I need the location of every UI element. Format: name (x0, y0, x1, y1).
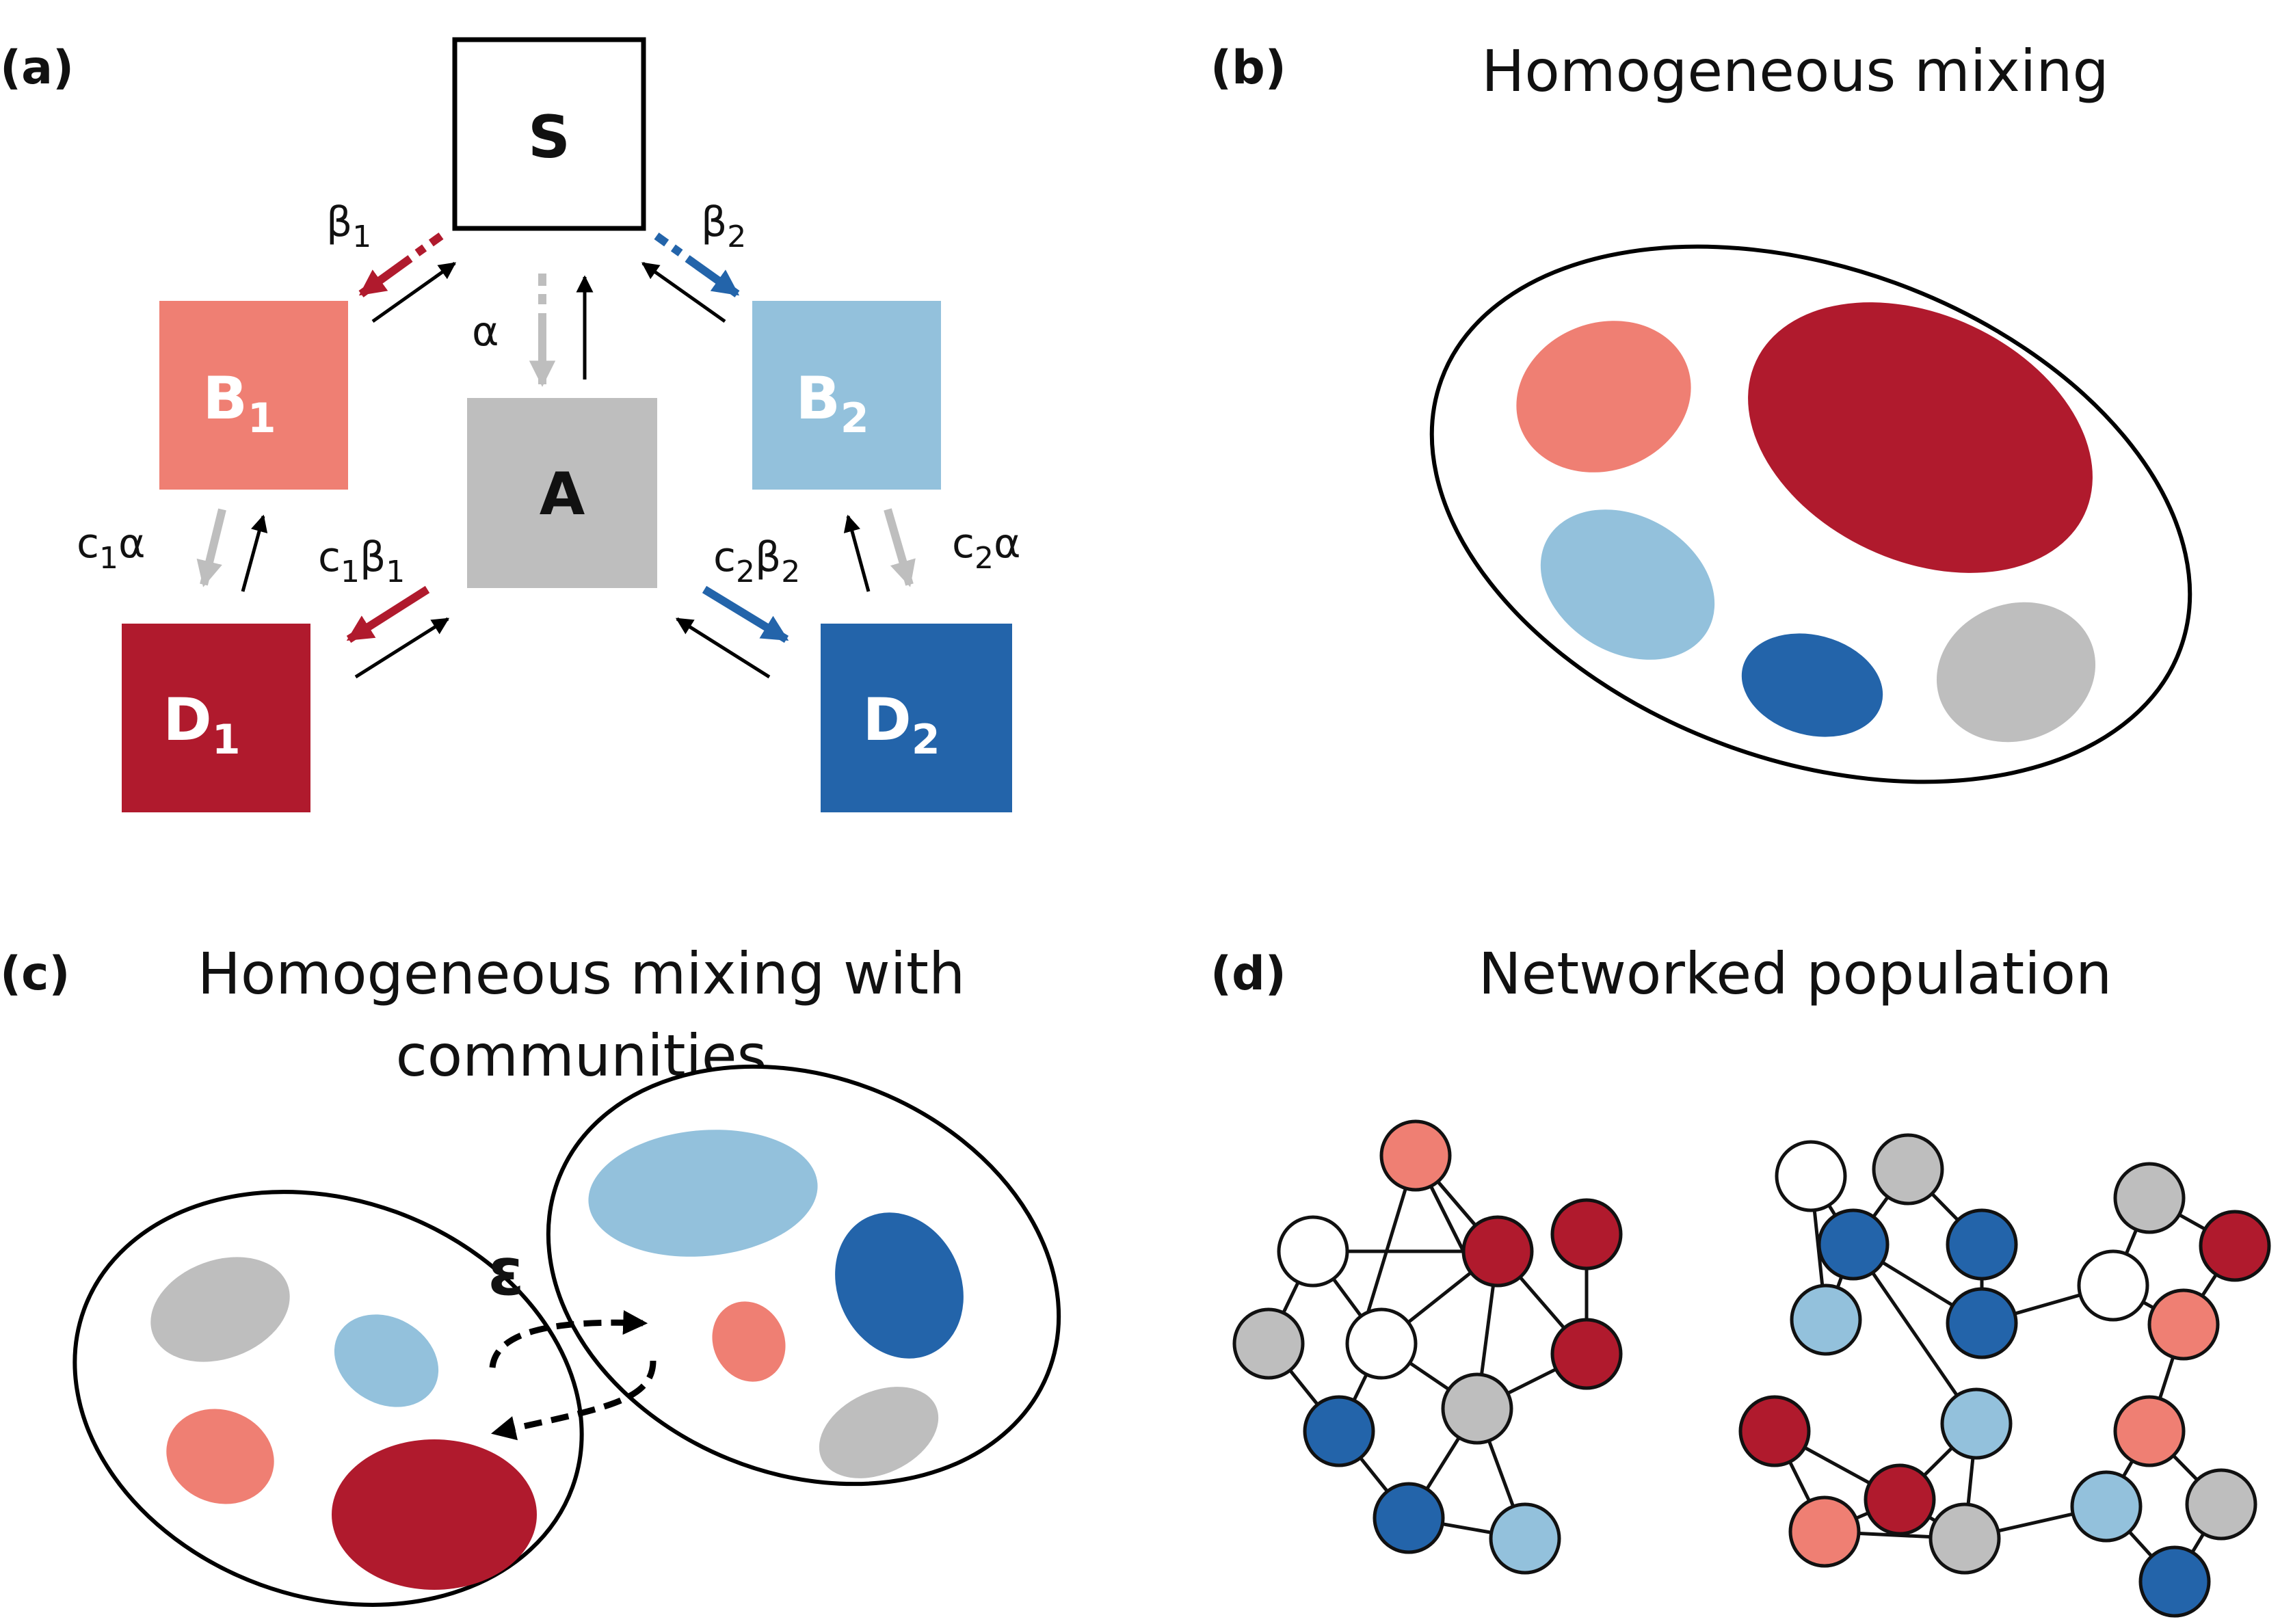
rate-c2alpha: c2α (952, 520, 1021, 576)
node-b2 (1790, 1283, 1862, 1356)
node-b2 (1489, 1502, 1561, 1575)
arrow-b1-to-d1 (196, 508, 226, 587)
exchange-arrow-top (489, 1309, 648, 1368)
arrow-b2-to-d2 (884, 508, 916, 587)
panel-c-diagram: ε (72, 1064, 1061, 1607)
arrow-b2-to-s (641, 261, 726, 323)
community-right-group-b2 (588, 1130, 818, 1257)
panel-a-diagram: S B1 B2 A D1 D2 β1 (77, 37, 1021, 812)
arrow-d1-to-a (354, 617, 450, 679)
rate-c1beta1: c1β1 (318, 533, 405, 589)
box-a (467, 398, 657, 588)
panel-a-letter: (a) (0, 41, 75, 95)
box-d2-label: D2 (862, 686, 940, 764)
rate-c2beta2: c2β2 (713, 533, 800, 589)
community-left (72, 1190, 584, 1607)
node-a (1441, 1372, 1513, 1445)
community-left-group-b2 (334, 1314, 439, 1407)
arrow-s-to-b1-dashed (414, 232, 444, 256)
rate-c1alpha: c1α (77, 520, 146, 576)
node-d2 (2138, 1545, 2211, 1618)
box-s (452, 37, 646, 231)
edge (1851, 1243, 1978, 1425)
box-d1 (122, 624, 310, 812)
node-d1 (1738, 1395, 1811, 1467)
rate-beta1: β1 (326, 198, 371, 254)
panel-b-title: Homogeneous mixing (1481, 38, 2109, 105)
box-d2 (821, 624, 1012, 812)
node-d1 (1550, 1318, 1623, 1390)
group-d1 (1748, 302, 2093, 573)
exchange-arrow-bottom (490, 1360, 657, 1441)
arrow-s-to-b2-dashed (654, 232, 683, 256)
node-b2 (1940, 1387, 2013, 1460)
community-right-group-b1 (712, 1301, 786, 1382)
node-d1 (1461, 1215, 1534, 1288)
community-right-group-d2 (835, 1212, 964, 1359)
node-b1 (2113, 1395, 2186, 1467)
community-right-group-a (819, 1387, 939, 1478)
community-left-group-a (150, 1257, 290, 1362)
panel-b-letter: (b) (1210, 41, 1286, 95)
panel-b-diagram (1429, 244, 2192, 784)
node-d1 (1550, 1198, 1623, 1270)
node-s (1775, 1140, 1847, 1212)
panel-d-title: Networked population (1478, 940, 2112, 1007)
node-a (1232, 1307, 1305, 1380)
box-s-label: S (528, 103, 570, 172)
node-b2 (2070, 1470, 2143, 1543)
arrow-b1-to-s (371, 261, 457, 323)
population-ellipse (1429, 244, 2192, 784)
panel-c-title-line1: Homogeneous mixing with (197, 940, 966, 1007)
rate-alpha: α (472, 308, 499, 356)
node-d2 (1303, 1395, 1375, 1467)
node-a (2113, 1162, 2186, 1234)
node-b1 (1788, 1495, 1861, 1568)
group-d2 (1741, 633, 1883, 737)
arrow-d2-to-a (675, 617, 771, 679)
community-left-group-b1 (166, 1409, 274, 1504)
panel-d-letter: (d) (1210, 947, 1286, 1001)
arrow-a-to-d2 (702, 585, 789, 643)
epsilon-label: ε (488, 1234, 524, 1310)
community-right (546, 1064, 1061, 1487)
box-b2-label: B2 (795, 364, 869, 442)
node-a (1928, 1502, 2001, 1575)
arrow-d1-to-b1 (241, 514, 268, 592)
node-d1 (1864, 1463, 1936, 1536)
arrow-s-to-b1 (358, 255, 413, 297)
arrow-s-to-b2 (685, 255, 740, 297)
box-b2 (752, 301, 941, 490)
panel-c-letter: (c) (0, 947, 70, 1001)
node-b1 (2147, 1288, 2220, 1361)
box-b1 (159, 301, 348, 490)
node-s (1345, 1307, 1418, 1380)
box-d1-label: D1 (163, 686, 240, 764)
node-d2 (1817, 1208, 1890, 1281)
node-s (2077, 1249, 2149, 1322)
box-b1-label: B1 (202, 364, 276, 442)
rate-beta2: β2 (701, 198, 746, 254)
group-b1 (1516, 321, 1691, 472)
node-b1 (1379, 1119, 1452, 1192)
box-a-label: A (540, 460, 585, 529)
group-b2 (1540, 509, 1715, 660)
node-d1 (2199, 1210, 2271, 1282)
group-a (1936, 602, 2096, 743)
node-d2 (1373, 1482, 1445, 1554)
node-s (1277, 1215, 1349, 1288)
node-a (1872, 1133, 1944, 1206)
arrow-d2-to-b2 (843, 514, 871, 592)
node-d2 (1946, 1287, 2018, 1359)
arrow-a-to-d1 (346, 585, 430, 643)
panel-d-nodes (1232, 1119, 2271, 1618)
community-left-group-d1 (332, 1439, 537, 1590)
node-a (2185, 1468, 2257, 1541)
node-d2 (1946, 1208, 2018, 1281)
